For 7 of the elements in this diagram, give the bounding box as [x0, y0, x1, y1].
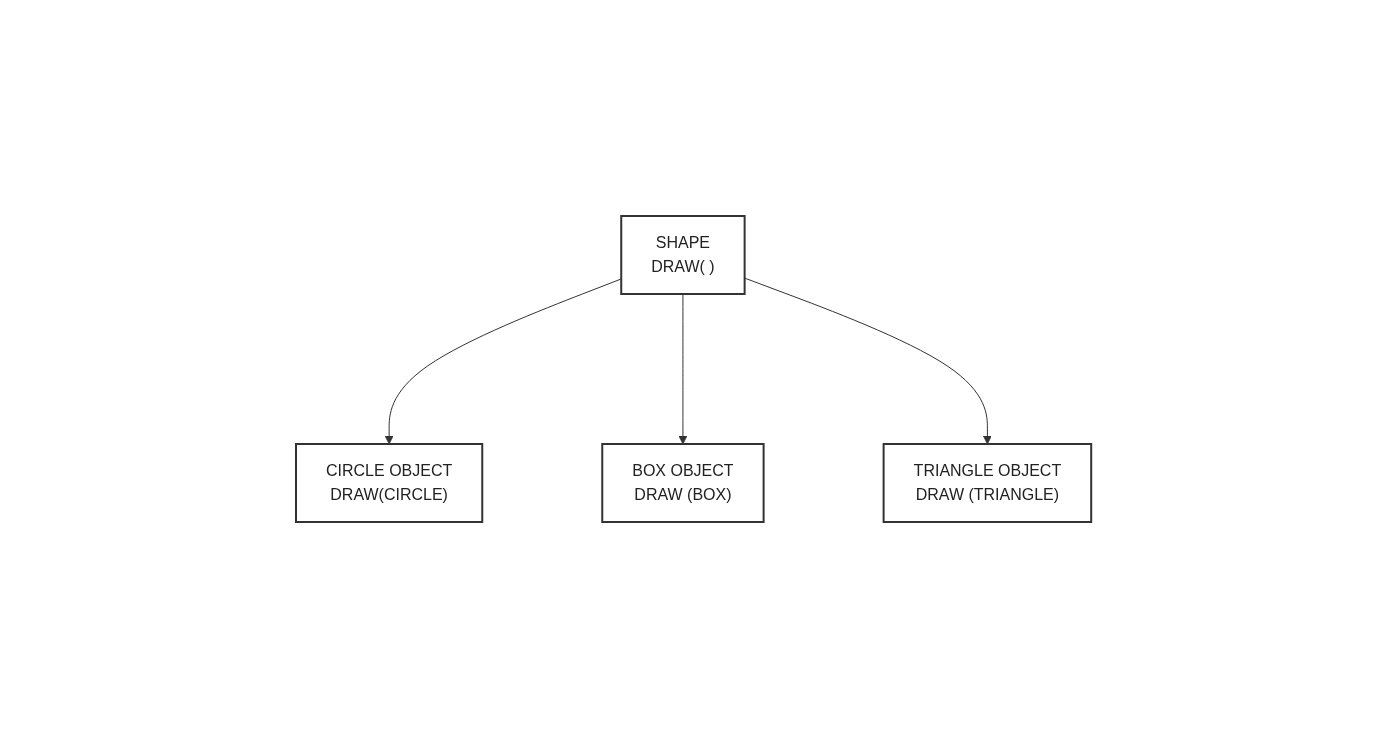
node-box: BOX OBJECT DRAW (BOX)	[601, 443, 765, 523]
node-box: SHAPE DRAW( )	[620, 215, 746, 295]
arrow	[744, 277, 992, 445]
arrow	[678, 293, 688, 445]
node-box: TRIANGLE OBJECT DRAW (TRIANGLE)	[882, 443, 1093, 523]
arrow	[384, 278, 622, 445]
node-box: CIRCLE OBJECT DRAW(CIRCLE)	[294, 443, 484, 523]
